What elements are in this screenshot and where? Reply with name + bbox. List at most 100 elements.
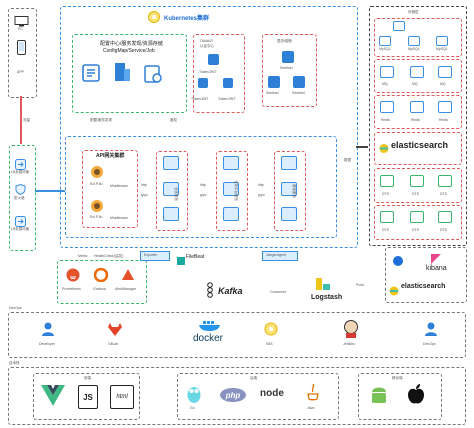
mysql-node-1	[393, 21, 405, 31]
kibana-logo-icon	[392, 254, 404, 266]
gitlab-label: GitLab	[108, 342, 119, 346]
redis-label-1: Redis	[381, 118, 390, 122]
flow-arrow	[20, 96, 22, 144]
redis-label-2: Redis	[411, 118, 420, 122]
client-zone	[8, 8, 37, 98]
gateway-node-label-2: Ecl.P.Ilu	[90, 215, 103, 219]
service-a-node-3	[163, 207, 179, 221]
grpc-label-2: grpc	[200, 193, 207, 197]
app-label: APP	[17, 70, 25, 74]
frontend-label: 前端	[84, 376, 91, 380]
service-b-node-2	[223, 182, 239, 196]
k8s-icon	[148, 11, 160, 23]
token-node-3	[223, 78, 233, 88]
service-a-zone	[156, 151, 188, 231]
developer-icon	[40, 321, 56, 337]
dts-label-1: DTS	[382, 192, 389, 196]
docker-label: docker	[193, 333, 224, 344]
dts-group-2	[374, 205, 462, 240]
mysql-node-3	[408, 36, 420, 46]
service-c-label: 基础服务	[292, 184, 296, 198]
service-b-zone	[216, 151, 248, 231]
lb2-icon	[15, 214, 26, 227]
dts-label-3: DTS	[440, 192, 447, 196]
backend-label: 后端	[250, 376, 257, 380]
logstash-label: Logstash	[311, 294, 343, 301]
grpc-label-3: grpc	[258, 193, 265, 197]
mq-group	[374, 59, 462, 93]
gitlab-icon	[107, 322, 123, 337]
k8s-devops-icon	[264, 322, 278, 336]
kafka-icon	[205, 282, 215, 298]
mysql-label-3: MySQL	[436, 47, 448, 51]
mobile-label: 移动端	[392, 376, 403, 380]
dts-node-2	[410, 175, 424, 187]
pc-icon	[14, 14, 29, 27]
dts-node-3	[438, 175, 452, 187]
jenkins-label: Jenkins	[343, 342, 355, 346]
service-icon	[111, 61, 133, 85]
jenkins-icon	[343, 319, 359, 339]
developer-label: Developer	[39, 342, 55, 346]
devops-title: DevOps	[9, 306, 22, 310]
sentinel-label-1: Sentinel	[280, 66, 293, 70]
docker-icon	[198, 318, 222, 332]
es2-icon	[389, 283, 399, 296]
go-label: Go	[190, 406, 195, 410]
mq-label-1: MQ	[382, 82, 388, 86]
stack-title: 技术栈	[9, 361, 20, 365]
devops-zone	[8, 312, 466, 358]
flow-label: 流量	[23, 118, 30, 122]
jaeger-badge	[262, 251, 298, 261]
gateway-node-icon-1	[90, 165, 104, 179]
redis-node-1	[380, 101, 394, 113]
service-c-node-1	[281, 156, 297, 170]
html-icon: html	[110, 385, 134, 409]
dts-label-4: DTS	[382, 228, 389, 232]
gateway-mw-2: Middleware	[110, 216, 128, 220]
http-label-3: http	[258, 183, 264, 187]
gateway-mw-1: Middleware	[110, 184, 128, 188]
auth-title-2: 认证中心	[200, 44, 214, 48]
storage-title: 存储层	[408, 10, 419, 14]
filebeat-label: FileBeat	[186, 254, 205, 260]
dts-node-5	[410, 211, 424, 223]
health-label: HealthCheck(监控)	[94, 254, 124, 258]
dts-node-1	[380, 175, 394, 187]
monitor-zone	[57, 260, 147, 304]
dts-label-6: DTS	[440, 228, 447, 232]
dts-group-1	[374, 168, 462, 203]
redis-label-3: Redis	[439, 118, 448, 122]
mysql-node-4	[436, 36, 448, 46]
http-label-2: http	[200, 183, 206, 187]
config-title-1: 配置中心/服务发现/资源存储	[100, 41, 163, 47]
html-label: html	[116, 394, 128, 400]
apple-icon	[407, 383, 425, 405]
push-label: Push	[356, 283, 364, 287]
edge-to-gateway-arrow	[35, 190, 65, 192]
edge-zone	[9, 145, 36, 251]
k8s-to-storage-arrow	[356, 146, 368, 148]
k8s-devops-label: K8S	[266, 342, 273, 346]
lb-label: LB负载均衡	[11, 170, 30, 174]
mq-node-2	[410, 66, 424, 78]
token-label-2: Token/JWT	[191, 97, 209, 101]
service-c-node-2	[281, 182, 297, 196]
logstash-icon	[316, 276, 330, 290]
token-label-3: Token/JWT	[218, 97, 236, 101]
service-b-node-1	[223, 156, 239, 170]
devops-user-label: DevOps	[423, 342, 436, 346]
sentinel-zone	[262, 34, 317, 107]
jaeger-label: JaegerAgent	[266, 253, 286, 257]
token-label-1: Token/JWT	[199, 70, 217, 74]
prometheus-icon	[66, 268, 80, 282]
js-icon: JS	[78, 385, 98, 409]
storage-zone	[369, 6, 467, 246]
java-label: Java	[307, 406, 315, 410]
java-icon	[306, 382, 320, 402]
pc-label: PC	[18, 27, 23, 31]
es-wordmark: elasticsearch	[391, 140, 449, 150]
kibana-zone	[385, 247, 467, 303]
lb2-label: LB负载均衡	[11, 227, 30, 231]
lb-icon	[15, 157, 26, 170]
